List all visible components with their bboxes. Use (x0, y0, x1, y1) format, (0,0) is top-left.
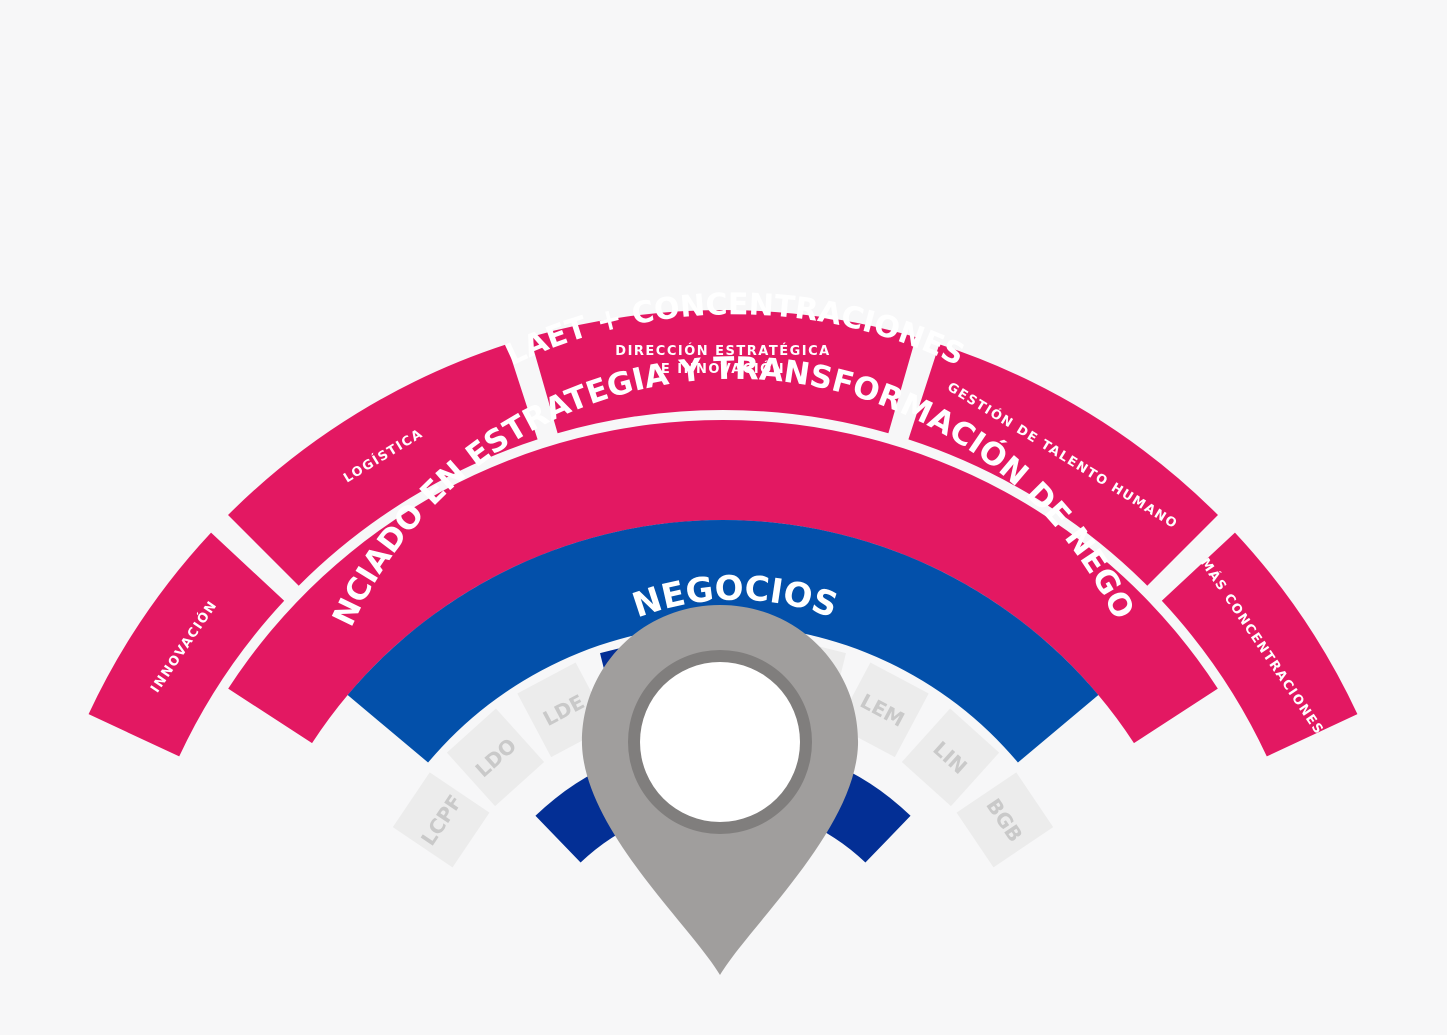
program-tile-bg (901, 708, 1000, 807)
program-tile-bg (446, 708, 545, 807)
program-tile-lin: LIN (901, 708, 1000, 807)
program-tile-lem: LEM (836, 662, 929, 758)
program-tile-bgb: BGB (956, 772, 1054, 868)
program-tile-bg (956, 772, 1054, 868)
concentration-label-line: E INNOVACIÓN (661, 361, 785, 377)
concentration-segment-5 (1161, 532, 1358, 757)
laet-concentraciones-arc (228, 420, 1218, 744)
concentration-segment-4 (908, 344, 1218, 586)
program-tile-bg (392, 772, 490, 868)
program-tile-ldo: LDO (446, 708, 545, 807)
location-pin-icon (581, 605, 859, 975)
degree-arc (347, 520, 1099, 763)
concentration-segment-2 (228, 344, 538, 586)
concentration-label-3: DIRECCIÓN ESTRATÉGICA E INNOVACIÓN (615, 343, 830, 377)
program-tile-lcpf: LCPF (392, 772, 490, 868)
pin-hole (640, 662, 800, 822)
program-tile-bg (836, 662, 929, 758)
concentration-segment-1 (88, 532, 285, 757)
concentration-label-line: DIRECCIÓN ESTRATÉGICA (615, 343, 830, 359)
concentration-segment-3 (530, 309, 916, 434)
